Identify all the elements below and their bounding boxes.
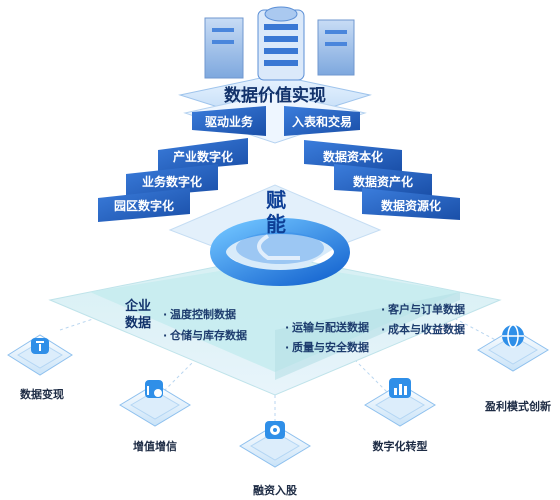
money-bag-icon bbox=[31, 338, 49, 354]
empower-char-2: 能 bbox=[266, 212, 286, 236]
outcome-value-credit: 增值增信 bbox=[119, 380, 191, 453]
bullet-mark: · bbox=[381, 323, 385, 336]
base-platform bbox=[48, 254, 502, 396]
outcome-label: 融资入股 bbox=[253, 483, 298, 497]
panel-listing-trading: 入表和交易 bbox=[284, 106, 360, 136]
left-tag-industrial: 产业数字化 bbox=[158, 138, 248, 172]
bullet-text: 运输与配送数据 bbox=[292, 320, 369, 334]
left-tag-park: 园区数字化 bbox=[98, 188, 190, 222]
right-bullets: · 运输与配送数据 · 客户与订单数据 · 质量与安全数据 · 成本与收益数据 bbox=[285, 302, 465, 354]
enterprise-label-line1: 企业 bbox=[124, 298, 151, 314]
bullet-mark: · bbox=[285, 321, 289, 334]
outcome-label: 增值增信 bbox=[133, 439, 177, 453]
left-tag-business: 业务数字化 bbox=[126, 164, 218, 198]
left-tag-label: 业务数字化 bbox=[142, 174, 202, 189]
bullet-mark: · bbox=[381, 303, 385, 316]
right-tag-assetization: 数据资产化 bbox=[334, 164, 432, 196]
outcome-label: 盈利模式创新 bbox=[484, 399, 551, 413]
panel-listing-trading-label: 入表和交易 bbox=[292, 114, 352, 129]
left-tag-label: 园区数字化 bbox=[114, 198, 174, 213]
bullet-text: 客户与订单数据 bbox=[387, 302, 465, 316]
bullet-mark: · bbox=[163, 308, 167, 321]
panel-drive-business-label: 驱动业务 bbox=[205, 114, 254, 129]
empower-ring bbox=[210, 218, 350, 286]
chart-coin-icon bbox=[145, 380, 163, 398]
outcome-label: 数据变现 bbox=[20, 387, 64, 401]
bullet-text: 温度控制数据 bbox=[170, 307, 236, 321]
left-tag-label: 产业数字化 bbox=[173, 149, 233, 164]
outcome-digital-transformation: 数字化转型 bbox=[364, 378, 436, 453]
outcome-financing-equity: 融资入股 bbox=[239, 421, 311, 497]
left-bullets: · 温度控制数据 · 仓储与库存数据 bbox=[163, 307, 247, 342]
bar-chart-icon bbox=[389, 378, 411, 398]
empower-char-1: 赋 bbox=[266, 188, 286, 212]
right-tag-label: 数据资本化 bbox=[323, 149, 383, 164]
right-tag-resourcing: 数据资源化 bbox=[362, 188, 460, 220]
outcome-label: 数字化转型 bbox=[373, 439, 428, 453]
globe-icon bbox=[502, 324, 524, 348]
bullet-mark: · bbox=[285, 341, 289, 354]
bullet-mark: · bbox=[163, 329, 167, 342]
outcome-profit-model: 盈利模式创新 bbox=[477, 324, 551, 413]
bullet-text: 仓储与库存数据 bbox=[169, 328, 247, 342]
server-building bbox=[204, 6, 355, 81]
panel-drive-business: 驱动业务 bbox=[192, 106, 266, 136]
right-tag-label: 数据资产化 bbox=[353, 174, 413, 189]
enterprise-label-line2: 数据 bbox=[125, 315, 151, 331]
right-tag-label: 数据资源化 bbox=[381, 198, 441, 213]
bullet-text: 成本与收益数据 bbox=[388, 322, 465, 336]
right-tag-capitalization: 数据资本化 bbox=[304, 140, 402, 172]
bullet-text: 质量与安全数据 bbox=[292, 340, 369, 354]
outcome-data-monetization: 数据变现 bbox=[7, 334, 73, 401]
diagram-title: 数据价值实现 bbox=[224, 85, 326, 106]
coin-hand-icon bbox=[265, 421, 285, 439]
